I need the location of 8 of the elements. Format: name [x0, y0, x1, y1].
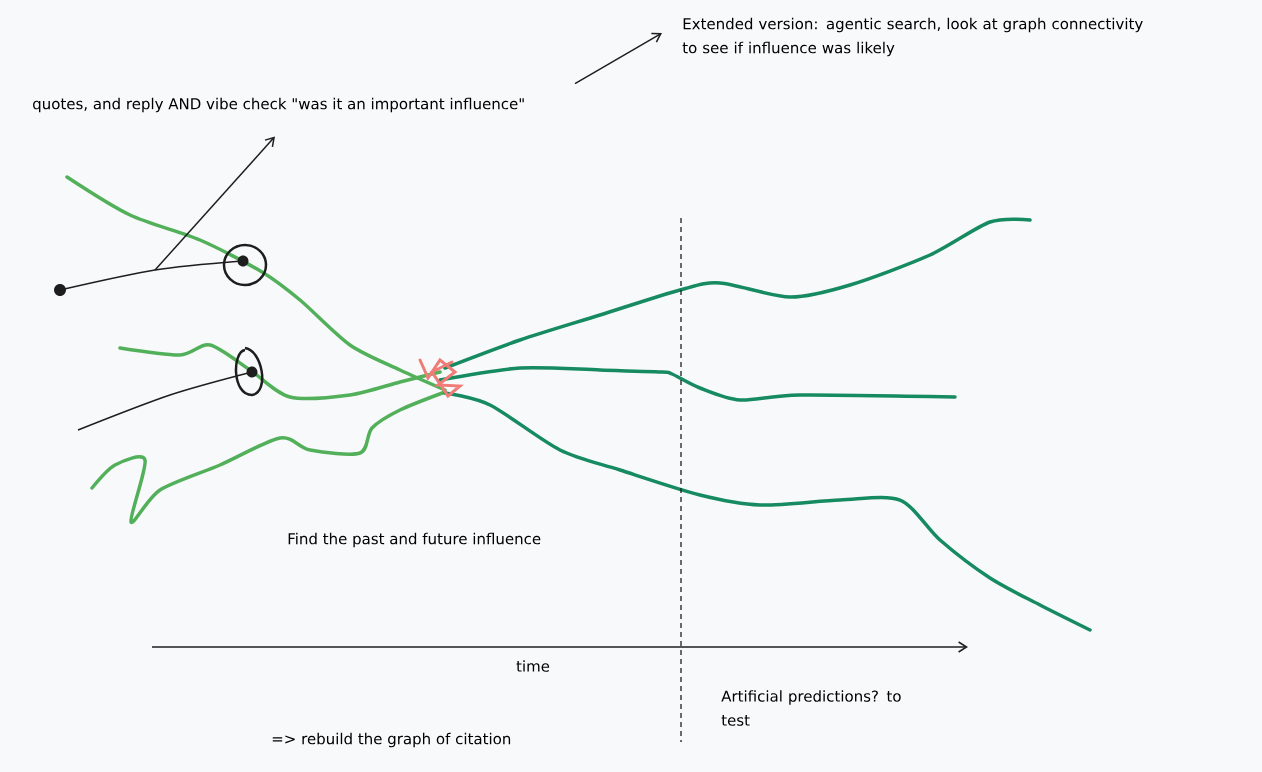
note-text: Artificial predictions? to test: [721, 690, 901, 726]
arrow: [574, 32, 662, 85]
note-text: => rebuild the graph of citation: [272, 732, 511, 748]
annotation-text: quotes, and reply AND vibe check "was it an important influence": [33, 97, 524, 113]
note-text: Find the past and future influence: [288, 532, 541, 548]
note-text: time: [516, 660, 550, 672]
arrow: [154, 136, 275, 271]
annotation-text: Extended version: agentic search, look at graph connectivity to see if influence was likely: [682, 17, 1143, 57]
